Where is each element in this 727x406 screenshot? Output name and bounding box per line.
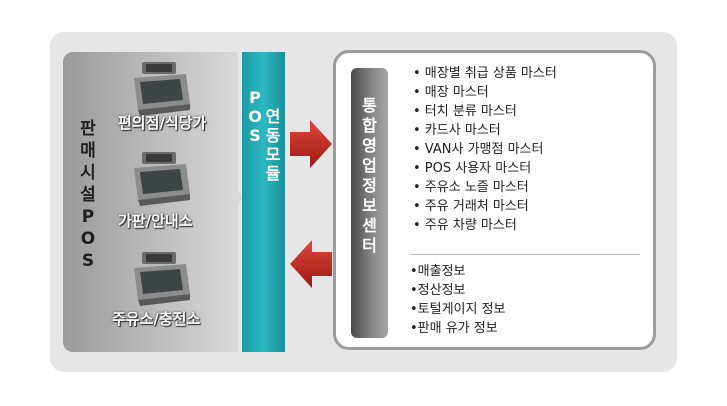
center-char: 센	[362, 216, 377, 235]
center-char: 터	[362, 236, 377, 255]
terminal-label: 주유소/충전소	[112, 310, 201, 328]
list-item: • 주유 차량 마스터	[413, 218, 517, 233]
center-char: 업	[362, 156, 377, 175]
list-item: • 주유 거래처 마스터	[413, 199, 529, 214]
terminal-label: 편의점/식당가	[118, 114, 207, 132]
arrow-right-icon	[290, 120, 332, 168]
center-char: 합	[362, 116, 377, 135]
pos-link-module-label: P O 연 S 동 모 듈	[246, 88, 282, 183]
panel-notch	[231, 182, 243, 214]
vlabel-char: O	[80, 229, 96, 249]
terminal-label: 가판/안내소	[118, 212, 193, 230]
list-item: •토털게이지 정보	[410, 302, 506, 317]
module-char: 듈	[265, 164, 281, 183]
module-char	[246, 145, 264, 164]
vlabel-char: S	[81, 251, 95, 271]
sales-facility-pos-label: 판 매 시 설 P O S	[75, 118, 101, 272]
module-char: O	[248, 107, 262, 126]
vlabel-char: P	[81, 207, 95, 227]
vlabel-char: 매	[80, 141, 96, 161]
center-char: 영	[362, 136, 377, 155]
list-item: • 매장 마스터	[413, 85, 489, 100]
list-item: • 카드사 마스터	[413, 123, 501, 138]
vlabel-char: 시	[80, 163, 96, 183]
module-char: P	[249, 88, 261, 107]
vlabel-char: 설	[80, 185, 96, 205]
module-char: 연	[265, 107, 281, 126]
center-char: 정	[362, 176, 377, 195]
pos-terminal-icon	[134, 62, 190, 116]
module-char: 모	[265, 145, 281, 164]
module-char: S	[249, 126, 261, 145]
list-item: • POS 사용자 마스터	[413, 161, 532, 176]
module-char: 동	[265, 126, 281, 145]
pos-terminal-icon	[134, 152, 190, 206]
integrated-center-label: 통 합 영 업 정 보 센 터	[351, 96, 388, 256]
pos-link-module-bar	[242, 52, 285, 352]
list-item: •정산정보	[410, 283, 466, 298]
module-char	[264, 88, 282, 107]
module-char	[246, 164, 264, 183]
master-list: • 매장별 취급 상품 마스터 • 매장 마스터 • 터치 분류 마스터 • 카…	[413, 64, 557, 235]
arrow-left-icon	[290, 240, 332, 288]
list-item: • 주유소 노즐 마스터	[413, 180, 529, 195]
center-char: 보	[362, 196, 377, 215]
center-char: 통	[362, 96, 377, 115]
pos-terminal-icon	[134, 252, 190, 306]
list-item: •판매 유가 정보	[410, 321, 498, 336]
list-item: • 터치 분류 마스터	[413, 104, 517, 119]
list-divider	[410, 254, 640, 255]
list-item: • 매장별 취급 상품 마스터	[413, 66, 557, 81]
integrated-center-bar	[351, 68, 388, 338]
list-item: •매출정보	[410, 264, 466, 279]
list-item: • VAN사 가맹점 마스터	[413, 142, 544, 157]
vlabel-char: 판	[80, 119, 96, 139]
info-list: •매출정보 •정산정보 •토털게이지 정보 •판매 유가 정보	[410, 262, 506, 338]
